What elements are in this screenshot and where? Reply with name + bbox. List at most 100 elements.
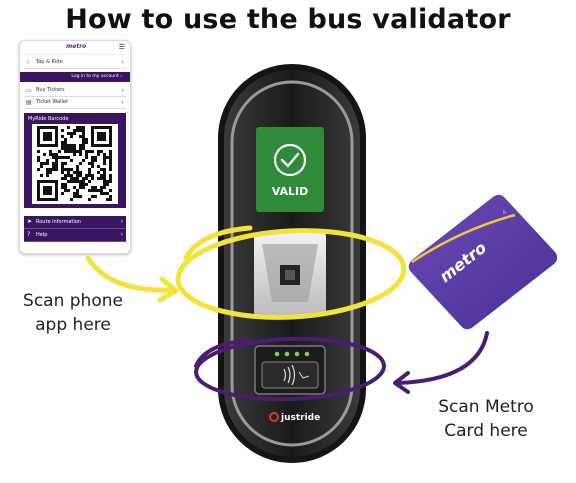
qr-module: [91, 174, 94, 177]
qr-module: [55, 153, 58, 156]
menu-item-tap-ride[interactable]: ☝ Tap & Ride ›: [24, 57, 126, 69]
menu-item-route-information[interactable]: ➤ Route information ›: [24, 216, 126, 229]
qr-module: [76, 129, 79, 132]
qr-module: [40, 165, 43, 168]
qr-module: [55, 156, 58, 159]
check-icon: [280, 152, 300, 168]
qr-module: [109, 153, 112, 156]
qr-module: [76, 189, 79, 192]
qr-finder: [43, 132, 52, 141]
menu-item-help[interactable]: ? Help ›: [24, 229, 126, 242]
qr-module: [97, 171, 100, 174]
card-body: [408, 194, 558, 330]
qr-module: [106, 198, 109, 201]
qr-module: [97, 189, 100, 192]
qr-module: [43, 153, 46, 156]
qr-module: [64, 150, 67, 153]
menu-item-buy-tickets[interactable]: ▭ Buy Tickets ›: [24, 85, 126, 97]
qr-module: [49, 153, 52, 156]
qr-module: [100, 186, 103, 189]
menu-item-label: Tap & Ride: [36, 59, 63, 65]
qr-module: [70, 180, 73, 183]
qr-module: [52, 153, 55, 156]
qr-module: [88, 162, 91, 165]
qr-module: [97, 153, 100, 156]
qr-module: [55, 165, 58, 168]
qr-module: [73, 153, 76, 156]
qr-module: [85, 156, 88, 159]
qr-module: [85, 153, 88, 156]
card-scan-caption: Scan Metro Card here: [416, 395, 556, 443]
login-bar[interactable]: Log in to my account ›: [20, 72, 130, 82]
qr-module: [79, 126, 82, 129]
justride-brand: justride: [280, 413, 320, 423]
chevron-right-icon: ›: [121, 87, 124, 94]
hamburger-icon[interactable]: ☰: [118, 43, 125, 51]
justride-logo-icon: [269, 412, 279, 422]
qr-module: [82, 180, 85, 183]
qr-module: [91, 156, 94, 159]
qr-module: [61, 183, 64, 186]
qr-module: [55, 159, 58, 162]
qr-module: [52, 162, 55, 165]
qr-finder: [97, 132, 106, 141]
qr-module: [70, 168, 73, 171]
qr-module: [103, 159, 106, 162]
qr-module: [79, 162, 82, 165]
qr-module: [82, 126, 85, 129]
chevron-right-icon: ›: [120, 74, 122, 79]
chevron-right-icon: ›: [121, 99, 124, 106]
qr-module: [61, 129, 64, 132]
qr-module: [97, 150, 100, 153]
qr-module: [61, 156, 64, 159]
qr-module: [109, 159, 112, 162]
qr-module: [76, 126, 79, 129]
qr-module: [79, 150, 82, 153]
qr-module: [43, 162, 46, 165]
qr-module: [37, 156, 40, 159]
qr-code-frame: [32, 124, 118, 204]
caption-line: Scan phone: [23, 291, 123, 311]
qr-module: [85, 141, 88, 144]
qr-module: [94, 186, 97, 189]
card-reader-pad: [254, 345, 326, 395]
valid-screen: [256, 127, 324, 212]
qr-module: [67, 150, 70, 153]
qr-module: [70, 159, 73, 162]
qr-module: [64, 186, 67, 189]
qr-module: [82, 129, 85, 132]
card-logo: metro: [436, 238, 490, 286]
qr-module: [82, 144, 85, 147]
login-label: Log in to my account: [71, 74, 119, 79]
qr-module: [37, 168, 40, 171]
qr-module: [91, 189, 94, 192]
status-led: [304, 351, 310, 357]
qr-module: [73, 129, 76, 132]
qr-module: [109, 156, 112, 159]
qr-module: [100, 168, 103, 171]
qr-module: [76, 195, 79, 198]
qr-module: [73, 180, 76, 183]
qr-module: [91, 177, 94, 180]
qr-module: [40, 162, 43, 165]
qr-module: [79, 195, 82, 198]
qr-module: [106, 156, 109, 159]
qr-module: [73, 147, 76, 150]
qr-module: [106, 180, 109, 183]
qr-module: [79, 171, 82, 174]
qr-module: [64, 147, 67, 150]
phone-scan-highlight: [175, 225, 407, 320]
qr-module: [76, 192, 79, 195]
qr-module: [61, 165, 64, 168]
caption-line: Card here: [444, 421, 528, 441]
qr-module: [103, 171, 106, 174]
card-stripe: [411, 213, 516, 264]
qr-module: [94, 195, 97, 198]
menu-item-ticket-wallet[interactable]: ▤ Ticket Wallet ›: [24, 97, 126, 109]
qr-module: [70, 135, 73, 138]
qr-module: [94, 159, 97, 162]
qr-module: [91, 162, 94, 165]
qr-module: [100, 177, 103, 180]
phone-logo: metro: [66, 43, 87, 50]
qr-module: [67, 171, 70, 174]
